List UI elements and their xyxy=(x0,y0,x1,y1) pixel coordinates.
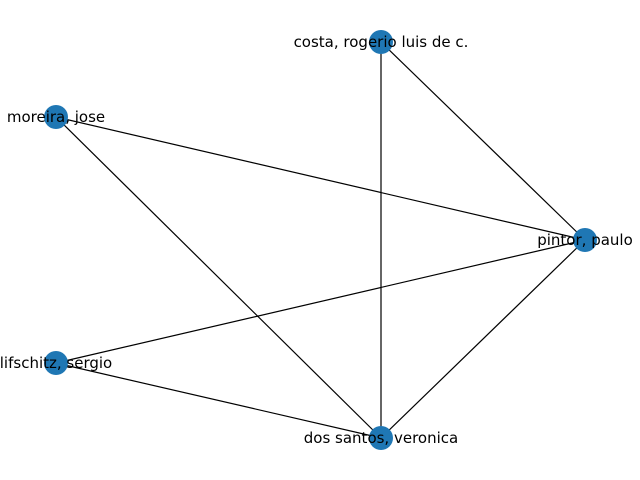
node-dos_santos xyxy=(369,426,393,450)
edges-layer xyxy=(55,41,586,439)
node-moreira xyxy=(44,105,68,129)
nodes-layer xyxy=(44,30,597,450)
node-label-lifschitz: lifschitz, sergio xyxy=(0,354,112,372)
node-costa xyxy=(369,30,393,54)
node-label-dos_santos: dos santos, veronica xyxy=(304,429,458,447)
edge-costa-pintor xyxy=(380,41,586,241)
node-label-pintor: pintor, paulo xyxy=(537,231,633,249)
node-lifschitz xyxy=(44,351,68,375)
labels-layer: costa, rogerio luis de c. moreira, jose pi… xyxy=(0,33,633,447)
edge-pintor-lifschitz xyxy=(55,239,586,364)
node-pintor xyxy=(573,228,597,252)
edge-lifschitz-dos_santos xyxy=(55,362,382,439)
edge-moreira-pintor xyxy=(55,116,586,241)
edge-pintor-dos_santos xyxy=(380,239,586,439)
edge-moreira-dos_santos xyxy=(55,116,382,439)
node-label-costa: costa, rogerio luis de c. xyxy=(294,33,469,51)
node-label-moreira: moreira, jose xyxy=(7,108,105,126)
